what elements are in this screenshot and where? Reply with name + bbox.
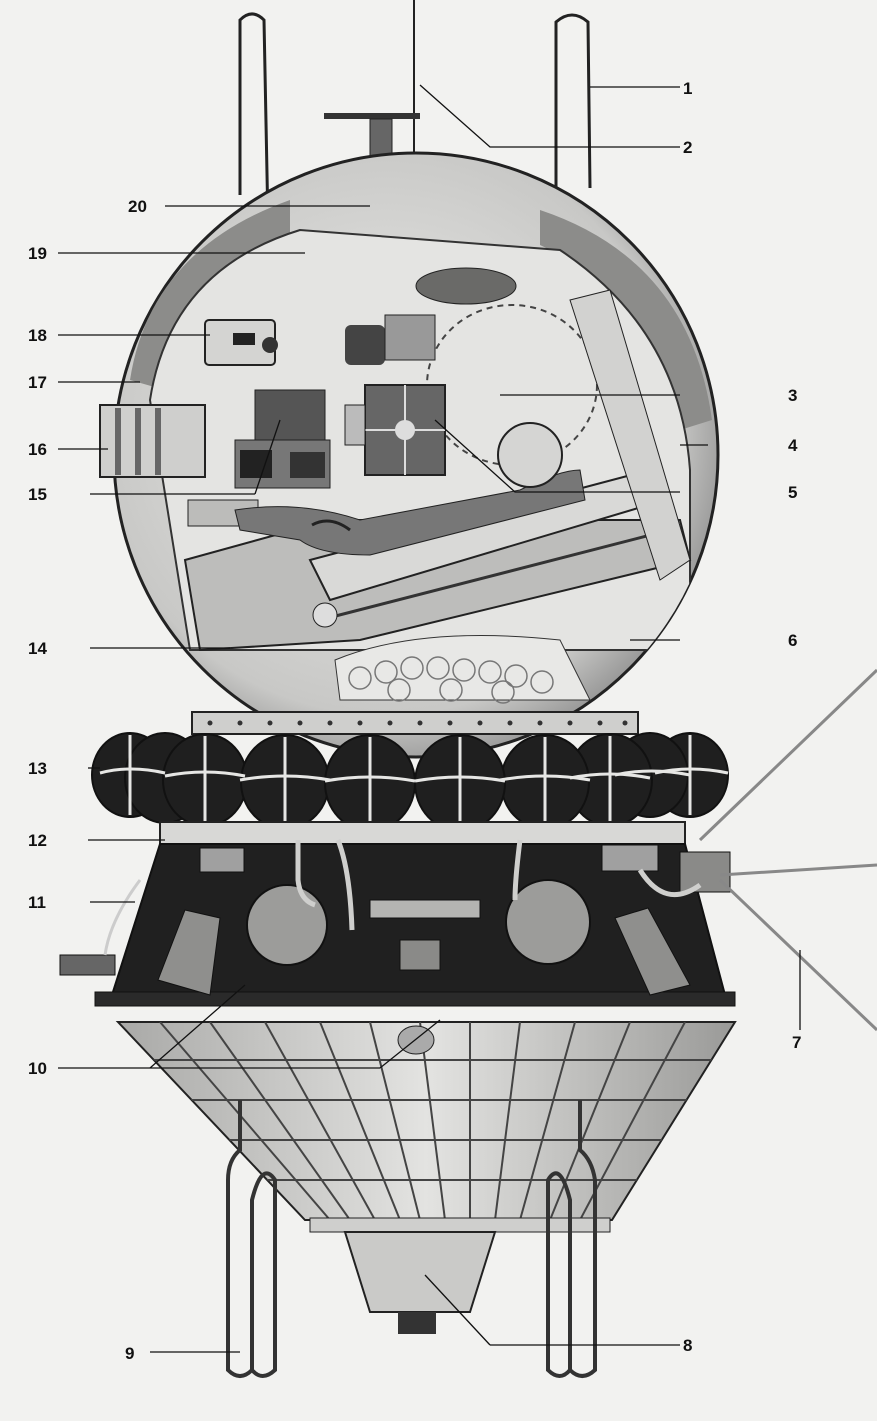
callout-15: 15 — [28, 485, 47, 504]
callout-4: 4 — [788, 436, 798, 455]
callout-12: 12 — [28, 831, 47, 850]
bottom-antennas — [226, 1100, 597, 1378]
mounting-plate — [159, 821, 686, 845]
leader-lines — [58, 84, 801, 1353]
callout-20: 20 — [128, 197, 147, 216]
ring-band — [191, 711, 639, 735]
callout-14: 14 — [28, 639, 47, 658]
callout-6: 6 — [788, 631, 798, 650]
callout-17: 17 — [28, 373, 47, 392]
callout-9: 9 — [125, 1344, 135, 1363]
callout-3: 3 — [788, 386, 798, 405]
callout-10: 10 — [28, 1059, 47, 1078]
callout-7: 7 — [792, 1033, 802, 1052]
callout-2: 2 — [683, 138, 693, 157]
conical-skirt — [115, 1021, 737, 1221]
nozzle — [309, 1217, 611, 1334]
descent-sphere — [99, 151, 720, 759]
instrument-module — [59, 839, 736, 1007]
callout-5: 5 — [788, 483, 798, 502]
callout-8: 8 — [683, 1336, 693, 1355]
side-antennas — [698, 668, 877, 1032]
callout-19: 19 — [28, 244, 47, 263]
callout-18: 18 — [28, 326, 47, 345]
gas-bottles — [91, 732, 729, 832]
callout-11: 11 — [28, 893, 46, 912]
callout-16: 16 — [28, 440, 47, 459]
callout-1: 1 — [683, 79, 693, 98]
callout-13: 13 — [28, 759, 47, 778]
